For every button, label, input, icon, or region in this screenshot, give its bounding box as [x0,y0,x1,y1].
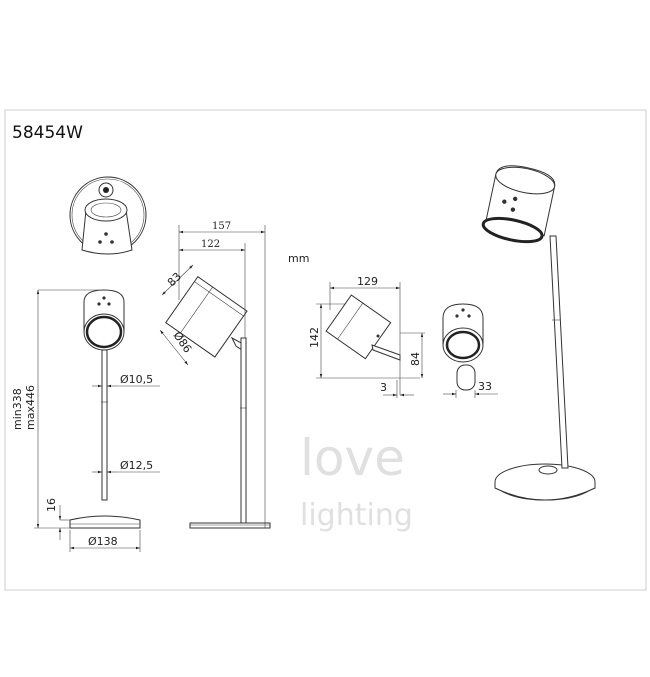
tilt-dimensions: 129 142 84 3 [308,275,425,398]
pole-top-diameter-label: Ø10,5 [120,373,153,386]
tilt-width-label: 129 [357,275,378,288]
side-depth-label: 33 [478,380,492,393]
small-front-view: 33 [442,303,498,398]
arm-height-label: 84 [409,352,422,366]
width-total-label: 157 [212,221,231,232]
side-dimensions: 157 122 83 Ø86 [159,221,266,528]
tilt-view [325,294,401,361]
height-max-label: max446 [24,385,37,430]
height-min-label: min338 [11,388,24,430]
unit-label: mm [288,252,309,265]
watermark-line1: love [300,429,405,487]
top-view [69,176,147,255]
watermark: love lighting [300,429,413,533]
width-arm-label: 122 [201,239,220,250]
offset-label: 3 [380,381,387,394]
base-diameter-label: Ø138 [88,535,118,548]
pole-bottom-diameter-label: Ø12,5 [120,459,153,472]
product-code: 58454W [12,123,83,143]
base-height-label: 16 [45,498,58,512]
drawing-frame [4,109,647,591]
side-view [165,276,271,529]
front-dimensions: min338 max446 16 Ø10,5 Ø12,5 Ø138 [11,289,160,552]
perspective-view [481,165,596,501]
tilt-height-label: 142 [308,327,321,348]
head-length-label: 83 [165,270,184,289]
front-view [69,289,141,529]
watermark-line2: lighting [300,498,413,533]
